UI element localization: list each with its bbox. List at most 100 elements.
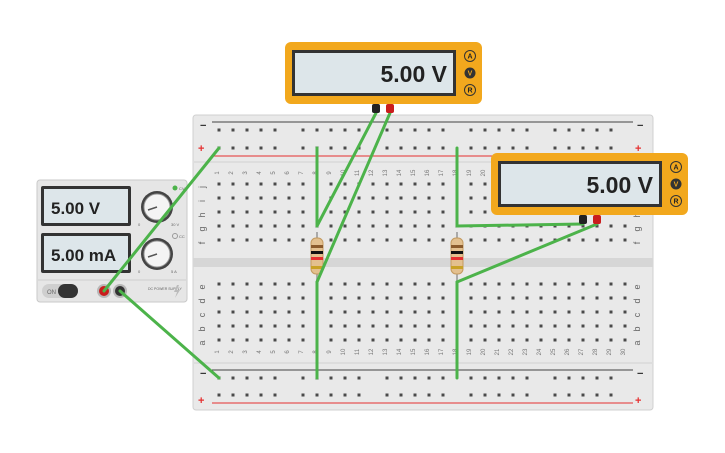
rail-hole[interactable] xyxy=(497,376,501,380)
terminal-hole[interactable] xyxy=(413,324,417,328)
terminal-hole[interactable] xyxy=(581,282,585,286)
terminal-hole[interactable] xyxy=(427,282,431,286)
terminal-hole[interactable] xyxy=(259,210,263,214)
terminal-hole[interactable] xyxy=(595,310,599,314)
terminal-hole[interactable] xyxy=(427,210,431,214)
terminal-hole[interactable] xyxy=(329,182,333,186)
wire-meter-2-black-probe[interactable] xyxy=(455,222,585,228)
rail-hole[interactable] xyxy=(245,146,249,150)
terminal-hole[interactable] xyxy=(441,224,445,228)
rail-hole[interactable] xyxy=(525,393,529,397)
rail-hole[interactable] xyxy=(315,128,319,132)
rail-hole[interactable] xyxy=(567,376,571,380)
rail-hole[interactable] xyxy=(483,393,487,397)
terminal-hole[interactable] xyxy=(371,210,375,214)
wire-supply-negative[interactable] xyxy=(118,289,221,380)
rail-hole[interactable] xyxy=(301,393,305,397)
terminal-hole[interactable] xyxy=(357,224,361,228)
terminal-hole[interactable] xyxy=(413,210,417,214)
terminal-hole[interactable] xyxy=(371,224,375,228)
terminal-hole[interactable] xyxy=(399,296,403,300)
rail-hole[interactable] xyxy=(483,146,487,150)
rail-hole[interactable] xyxy=(525,146,529,150)
rail-hole[interactable] xyxy=(413,393,417,397)
rail-hole[interactable] xyxy=(581,128,585,132)
rail-hole[interactable] xyxy=(329,128,333,132)
terminal-hole[interactable] xyxy=(329,238,333,242)
terminal-hole[interactable] xyxy=(413,196,417,200)
terminal-hole[interactable] xyxy=(609,310,613,314)
terminal-hole[interactable] xyxy=(539,324,543,328)
rail-hole[interactable] xyxy=(343,376,347,380)
terminal-hole[interactable] xyxy=(567,324,571,328)
terminal-hole[interactable] xyxy=(231,338,235,342)
terminal-hole[interactable] xyxy=(469,196,473,200)
rail-hole[interactable] xyxy=(273,393,277,397)
terminal-hole[interactable] xyxy=(581,224,585,228)
terminal-hole[interactable] xyxy=(567,296,571,300)
rail-hole[interactable] xyxy=(497,393,501,397)
terminal-hole[interactable] xyxy=(413,310,417,314)
terminal-hole[interactable] xyxy=(497,238,501,242)
terminal-hole[interactable] xyxy=(343,210,347,214)
terminal-hole[interactable] xyxy=(511,282,515,286)
terminal-hole[interactable] xyxy=(301,296,305,300)
rail-hole[interactable] xyxy=(427,393,431,397)
terminal-hole[interactable] xyxy=(623,310,627,314)
rail-hole[interactable] xyxy=(343,146,347,150)
terminal-hole[interactable] xyxy=(581,296,585,300)
terminal-hole[interactable] xyxy=(511,310,515,314)
terminal-hole[interactable] xyxy=(287,210,291,214)
terminal-hole[interactable] xyxy=(511,324,515,328)
rail-hole[interactable] xyxy=(217,128,221,132)
terminal-hole[interactable] xyxy=(469,338,473,342)
terminal-hole[interactable] xyxy=(343,196,347,200)
terminal-hole[interactable] xyxy=(245,296,249,300)
terminal-hole[interactable] xyxy=(371,338,375,342)
terminal-hole[interactable] xyxy=(273,282,277,286)
terminal-hole[interactable] xyxy=(329,296,333,300)
terminal-hole[interactable] xyxy=(469,296,473,300)
rail-hole[interactable] xyxy=(609,393,613,397)
terminal-hole[interactable] xyxy=(399,282,403,286)
terminal-hole[interactable] xyxy=(273,324,277,328)
terminal-hole[interactable] xyxy=(287,182,291,186)
terminal-hole[interactable] xyxy=(301,224,305,228)
terminal-hole[interactable] xyxy=(343,338,347,342)
terminal-hole[interactable] xyxy=(567,238,571,242)
terminal-hole[interactable] xyxy=(217,338,221,342)
terminal-hole[interactable] xyxy=(385,182,389,186)
rail-hole[interactable] xyxy=(595,146,599,150)
terminal-hole[interactable] xyxy=(259,310,263,314)
terminal-hole[interactable] xyxy=(301,196,305,200)
terminal-hole[interactable] xyxy=(371,296,375,300)
rail-hole[interactable] xyxy=(343,128,347,132)
terminal-hole[interactable] xyxy=(413,296,417,300)
rail-hole[interactable] xyxy=(343,393,347,397)
terminal-hole[interactable] xyxy=(301,182,305,186)
terminal-hole[interactable] xyxy=(441,338,445,342)
rail-hole[interactable] xyxy=(427,146,431,150)
terminal-hole[interactable] xyxy=(553,338,557,342)
terminal-hole[interactable] xyxy=(595,238,599,242)
terminal-hole[interactable] xyxy=(245,182,249,186)
rail-hole[interactable] xyxy=(567,393,571,397)
rail-hole[interactable] xyxy=(413,376,417,380)
terminal-hole[interactable] xyxy=(357,324,361,328)
terminal-hole[interactable] xyxy=(567,338,571,342)
terminal-hole[interactable] xyxy=(483,182,487,186)
terminal-hole[interactable] xyxy=(399,224,403,228)
terminal-hole[interactable] xyxy=(497,324,501,328)
terminal-hole[interactable] xyxy=(343,310,347,314)
terminal-hole[interactable] xyxy=(399,238,403,242)
terminal-hole[interactable] xyxy=(609,224,613,228)
rail-hole[interactable] xyxy=(469,128,473,132)
power-supply[interactable]: 5.00 V 5.00 mA 0 30 V CV 0 5 A CC ON DC … xyxy=(36,179,188,303)
terminal-hole[interactable] xyxy=(483,338,487,342)
rail-hole[interactable] xyxy=(469,146,473,150)
terminal-hole[interactable] xyxy=(329,324,333,328)
terminal-hole[interactable] xyxy=(595,338,599,342)
terminal-hole[interactable] xyxy=(371,310,375,314)
terminal-hole[interactable] xyxy=(217,324,221,328)
rail-hole[interactable] xyxy=(399,128,403,132)
